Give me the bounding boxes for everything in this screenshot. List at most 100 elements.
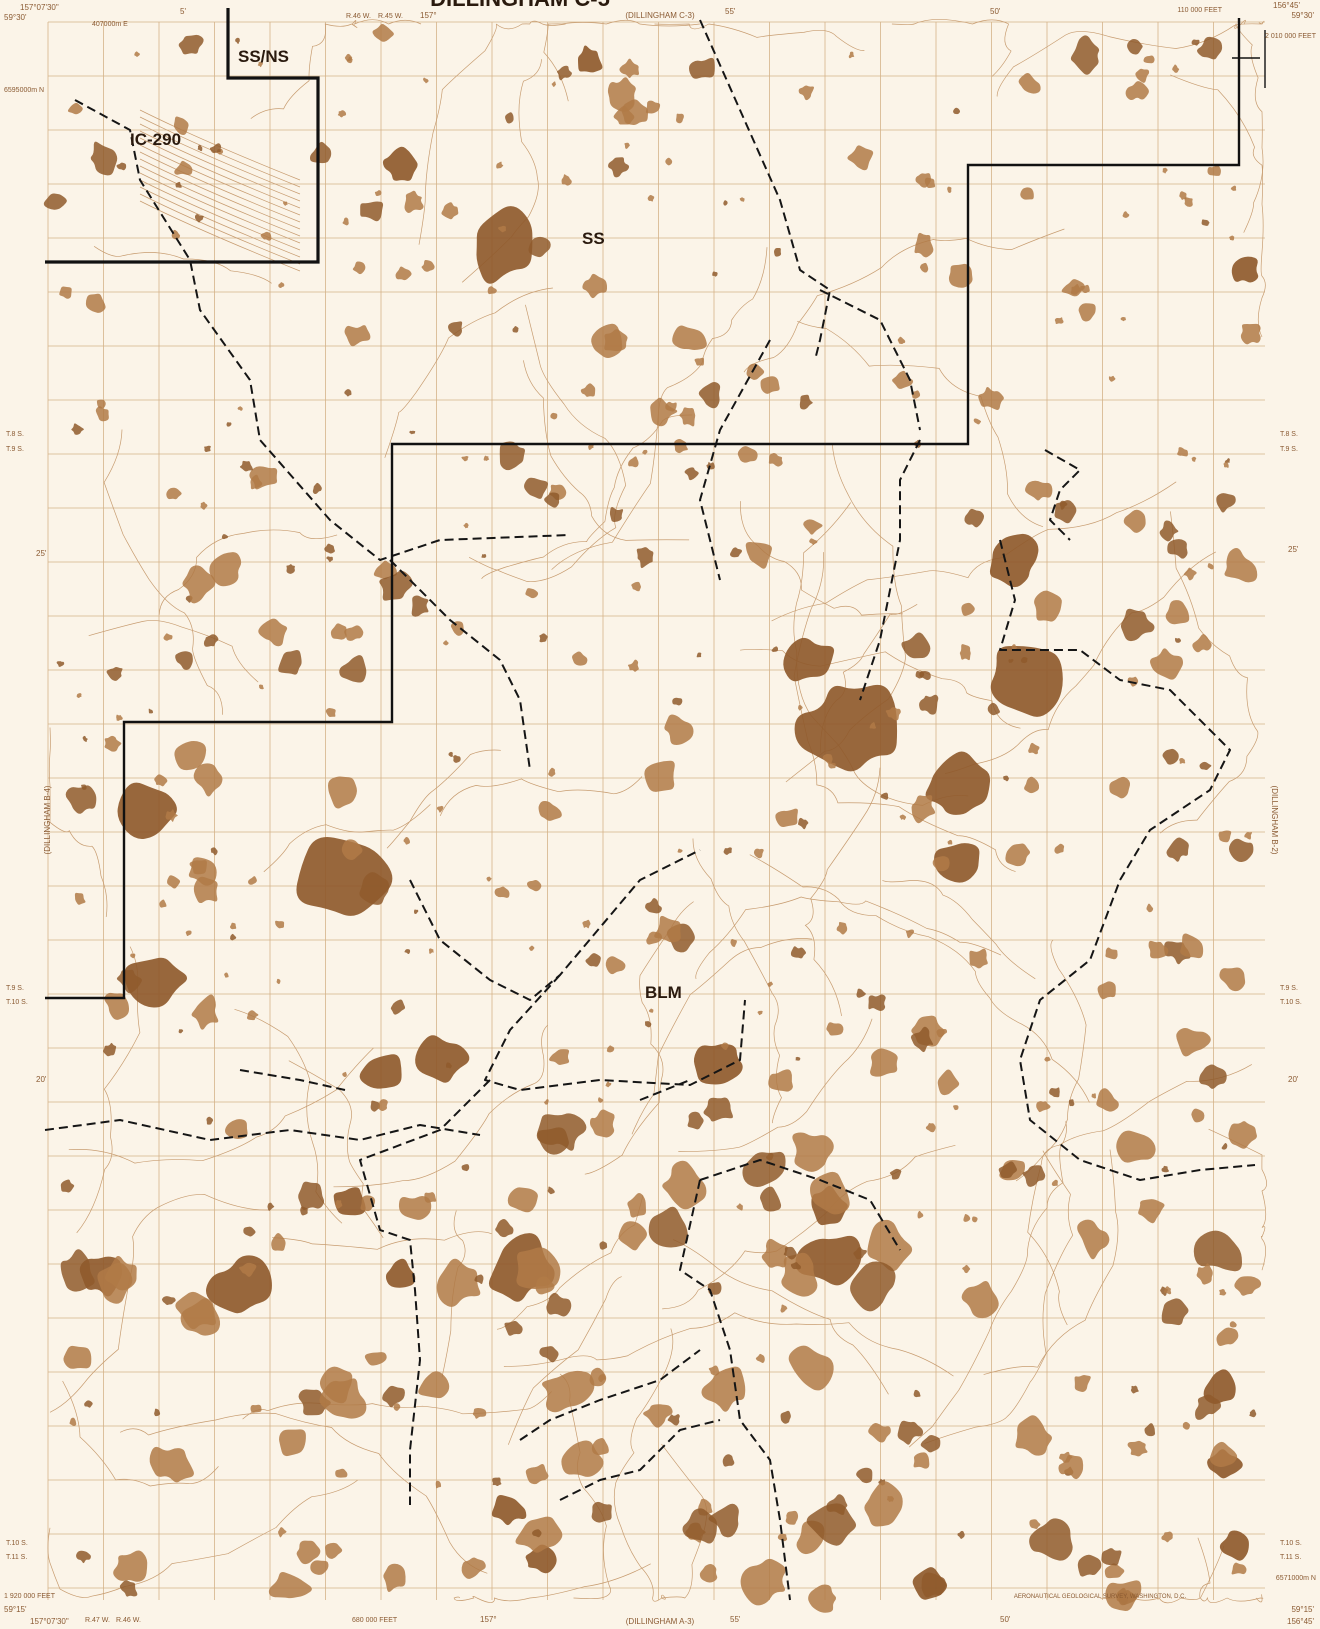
lake (648, 1206, 689, 1248)
lake (1029, 1518, 1073, 1561)
lake (785, 1510, 799, 1525)
lake (209, 143, 222, 154)
contour-line (139, 193, 301, 265)
contour-line (1027, 1064, 1252, 1326)
lake (103, 1042, 117, 1057)
lake (722, 1454, 735, 1467)
contour-line (333, 1024, 549, 1188)
lake (524, 477, 548, 499)
lake (206, 1116, 214, 1125)
lake (124, 957, 188, 1008)
lake (794, 684, 898, 772)
lake (628, 456, 639, 468)
contour-line (551, 247, 768, 570)
lake (767, 981, 774, 987)
lake (720, 1042, 729, 1051)
lake (1044, 1056, 1051, 1062)
lake (1166, 837, 1189, 862)
adjacent-sheet-west: (DILLINGHAM B-4) (43, 785, 52, 854)
lake (1108, 375, 1116, 382)
lake (755, 1353, 765, 1364)
contour-line (47, 1479, 358, 1598)
lake (619, 58, 639, 78)
lake (947, 186, 952, 193)
lake (379, 570, 413, 601)
lake (298, 1181, 325, 1210)
publisher-note: AERONAUTICAL GEOLOGICAL SURVEY, WASHINGT… (1014, 1594, 1187, 1600)
contour-line (120, 1412, 488, 1574)
lake (937, 1069, 960, 1096)
lake (1221, 1143, 1228, 1150)
contour-line (613, 1328, 674, 1602)
lake (178, 1029, 184, 1034)
bottom-left-feet-note: 1 920 000 FEET (4, 1593, 56, 1600)
lake (919, 694, 939, 715)
contour-line (983, 1149, 1119, 1375)
lake (856, 1467, 873, 1484)
label-ic-290: IC-290 (130, 130, 181, 149)
lake (836, 922, 848, 935)
lake (665, 157, 673, 166)
contour-line (1160, 511, 1259, 834)
lake (1049, 1087, 1060, 1098)
lake (1184, 197, 1193, 207)
lake (193, 876, 218, 904)
lake (516, 1247, 561, 1289)
lake (694, 357, 705, 366)
lake (226, 422, 232, 427)
lake (742, 1151, 786, 1188)
lake (1231, 1562, 1247, 1575)
contour-line (673, 1239, 889, 1395)
top-easting-note: 407000m E (92, 21, 128, 28)
lake (1175, 637, 1182, 643)
lake (547, 1186, 555, 1195)
lake (267, 1202, 275, 1211)
lake (963, 1214, 971, 1222)
contour-line (139, 165, 301, 237)
lake (644, 760, 675, 792)
lake (1228, 838, 1254, 863)
lake (448, 321, 463, 337)
lake (664, 714, 694, 746)
lake (897, 1420, 924, 1445)
lake (154, 1408, 161, 1417)
lake (925, 1123, 936, 1133)
contour-line (49, 1194, 269, 1413)
lake (550, 412, 558, 420)
lake (885, 707, 901, 721)
lake (761, 1238, 788, 1268)
map-title: DILLINGHAM C-5 (430, 0, 610, 11)
lake (359, 872, 390, 905)
contour-line (139, 158, 301, 230)
lake (104, 1256, 137, 1291)
lake (707, 1282, 722, 1295)
lake (1180, 933, 1204, 959)
corner-tl-lon: 157°07'30" (20, 3, 59, 12)
lake (1008, 658, 1014, 663)
lake (948, 263, 973, 288)
bottom-mark-range-46w: R.46 W. (116, 1617, 141, 1624)
right-feet-note: 2 010 000 FEET (1265, 33, 1317, 40)
contour-line (662, 1144, 956, 1310)
lake (780, 1410, 791, 1424)
lake (599, 1241, 608, 1250)
lake (162, 1296, 176, 1306)
lake (1195, 1394, 1221, 1420)
contour-line (139, 151, 301, 223)
lake (494, 886, 510, 898)
lake (474, 1274, 484, 1284)
lake (1025, 480, 1053, 501)
lake (674, 439, 688, 454)
lake (753, 848, 764, 859)
top-mark-157: 157° (420, 11, 437, 20)
lake (165, 809, 178, 822)
lake (1146, 903, 1154, 913)
lake (1143, 55, 1155, 64)
lake (746, 363, 765, 380)
lake (398, 1195, 432, 1220)
lake (1024, 776, 1040, 794)
contour-line (453, 1563, 651, 1603)
lake (577, 45, 603, 73)
lake (672, 325, 707, 350)
